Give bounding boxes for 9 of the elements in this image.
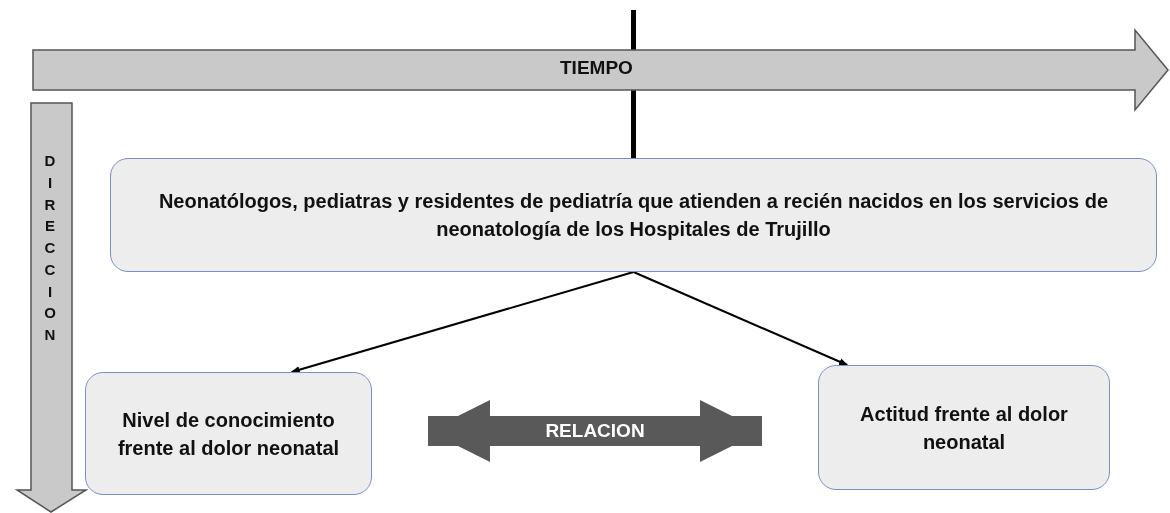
arrow (290, 271, 635, 374)
axis-label: TIEMPO (560, 57, 633, 79)
text-box: Neonatólogos, pediatras y residentes de pediatría que atienden a recién nacidos en los servicios de neonatología de los Hospitales de Trujillo (110, 158, 1157, 272)
text-box: Actitud frente al dolor neonatal (818, 365, 1110, 490)
axis-label: DIRECCION (44, 151, 56, 345)
arrow (632, 271, 849, 366)
text-box: Nivel de conocimiento frente al dolor neonatal (85, 372, 372, 495)
edge-label: RELACION (545, 420, 645, 442)
double-arrow (428, 400, 762, 462)
